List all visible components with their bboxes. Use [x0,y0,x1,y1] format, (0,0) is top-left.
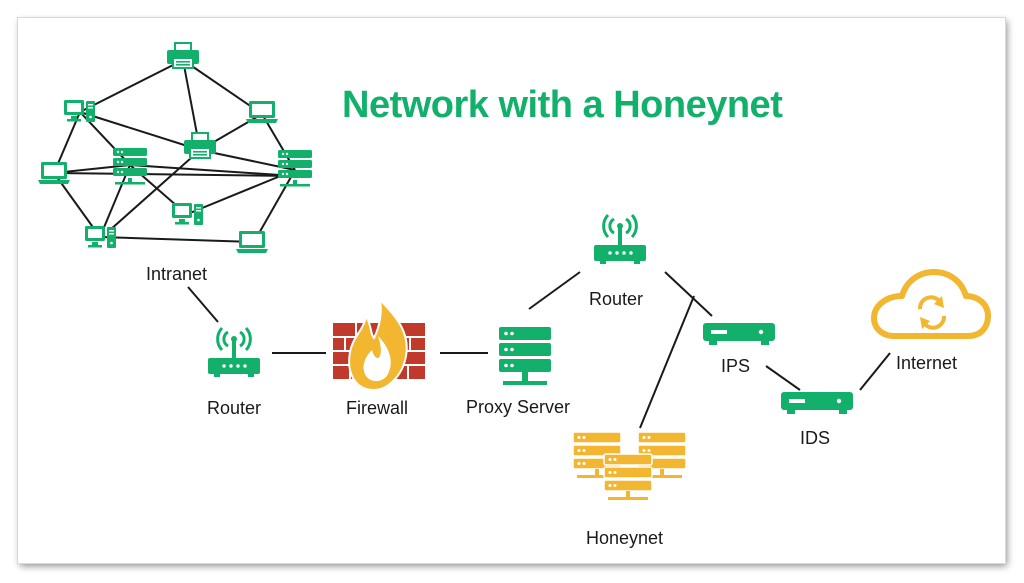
laptop-icon [246,101,278,123]
laptop-icon [236,231,268,253]
slide-frame [18,18,1005,563]
desktop-computer-icon [172,203,203,225]
honeynet-server-cluster [572,431,687,501]
ids-label: IDS [800,428,831,448]
internet-label: Internet [896,353,958,373]
router-icon [206,326,262,379]
router-left-label: Router [207,398,262,418]
desktop-computer-icon [85,226,116,248]
proxy-server-icon [499,327,551,385]
desktop-computer-icon [64,100,95,122]
firewall-label: Firewall [346,398,409,418]
ips-appliance-icon [703,323,775,345]
internet-cloud-icon [871,269,991,339]
intranet-label: Intranet [146,264,208,284]
router-top-label: Router [589,289,644,309]
printer-icon [166,41,200,69]
ids-appliance-icon [781,392,853,414]
proxy-server-label: Proxy Server [466,397,571,417]
honeynet-label: Honeynet [586,528,664,548]
ips-label: IPS [721,356,751,376]
firewall-icon [333,297,425,392]
laptop-icon [38,162,70,184]
network-links [187,271,891,429]
printer-icon [183,131,217,159]
router-icon [592,213,648,266]
diagram-title: Network with a Honeynet [342,84,783,126]
